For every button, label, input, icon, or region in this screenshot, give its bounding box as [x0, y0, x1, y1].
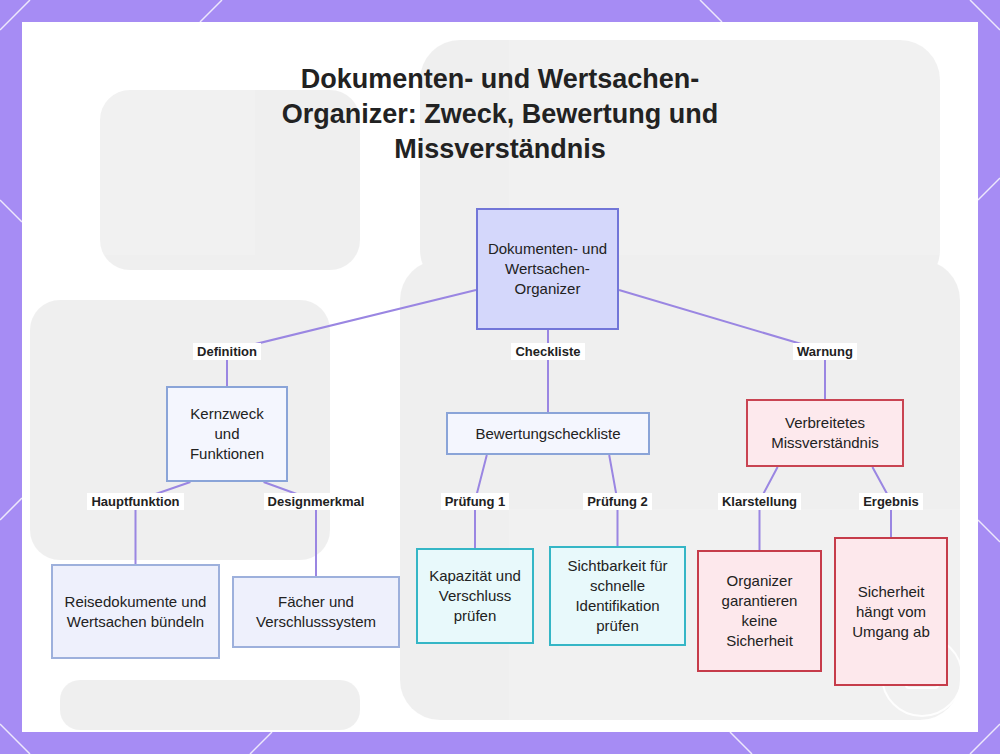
node-label: Dokumenten- und Wertsachen-Organizer — [486, 239, 609, 299]
node-label: Reisedokumente und Wertsachen bündeln — [61, 592, 210, 632]
node-label: Sichtbarkeit für schnelle Identifikation… — [559, 556, 676, 636]
corner-line — [0, 0, 30, 30]
edge-label: Designmerkmal — [264, 493, 369, 510]
node-label: Organizer garantieren keine Sicherheit — [707, 571, 812, 651]
corner-line — [250, 732, 272, 754]
corner-line — [730, 732, 752, 754]
connector-line — [227, 290, 476, 386]
corner-line — [970, 0, 1000, 30]
node-label: Sicherheit hängt vom Umgang ab — [844, 582, 938, 642]
node-label: Verbreitetes Missverständnis — [756, 413, 894, 453]
corner-line — [200, 0, 222, 22]
edge-label: Ergebnis — [859, 493, 923, 510]
corner-line — [0, 724, 30, 754]
root-box: Dokumenten- und Wertsachen-Organizer — [476, 208, 619, 330]
edge-label: Klarstellung — [718, 493, 801, 510]
diagram-title: Dokumenten- und Wertsachen-Organizer: Zw… — [250, 62, 750, 167]
corner-line — [700, 0, 722, 22]
node-label: Kapazität und Verschluss prüfen — [426, 566, 524, 626]
warning-box: Verbreitetes Missverständnis — [746, 399, 904, 467]
check-box: Sichtbarkeit für schnelle Identifikation… — [549, 546, 686, 646]
edge-label: Warnung — [793, 343, 857, 360]
warning-detail-box: Sicherheit hängt vom Umgang ab — [834, 537, 948, 686]
edge-label: Checkliste — [511, 343, 584, 360]
detail-box: Reisedokumente und Wertsachen bündeln — [51, 564, 220, 659]
node-label: Fächer und Verschlusssystem — [242, 592, 390, 632]
edge-label: Prüfung 1 — [441, 493, 510, 510]
edge-label: Hauptfunktion — [87, 493, 183, 510]
corner-line — [978, 520, 1000, 542]
node-label: Bewertungscheckliste — [475, 424, 620, 444]
detail-box: Fächer und Verschlusssystem — [232, 576, 400, 648]
category-box: Kernzweck und Funktionen — [166, 386, 288, 482]
warning-detail-box: Organizer garantieren keine Sicherheit — [697, 550, 822, 672]
corner-line — [970, 724, 1000, 754]
corner-line — [0, 200, 22, 222]
blurred-shape — [60, 680, 360, 730]
corner-line — [0, 498, 22, 520]
blurred-illustration — [30, 40, 960, 730]
blurred-shape — [30, 300, 330, 560]
node-label: Kernzweck und Funktionen — [176, 404, 278, 464]
edge-label: Prüfung 2 — [583, 493, 652, 510]
white-panel — [22, 22, 978, 732]
check-box: Kapazität und Verschluss prüfen — [416, 548, 534, 644]
edge-label: Definition — [193, 343, 261, 360]
category-box: Bewertungscheckliste — [446, 412, 650, 455]
corner-line — [978, 178, 1000, 200]
